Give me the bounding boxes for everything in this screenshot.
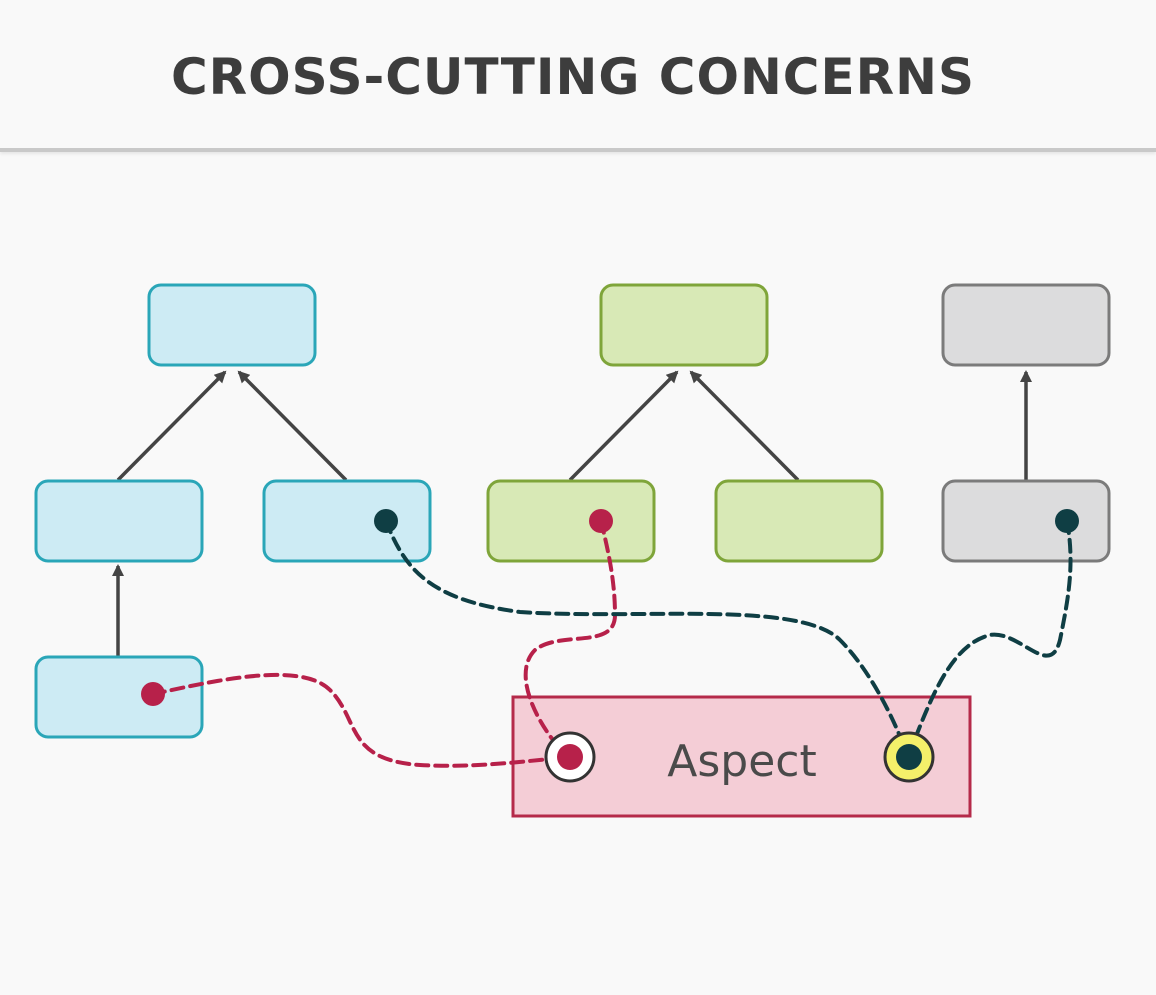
blue-class-box-left <box>34 479 204 563</box>
green-class-box-top <box>599 283 769 367</box>
arrow-blue-right-to-top <box>237 370 348 482</box>
advice-dot-red <box>557 744 583 770</box>
connector-blue-bottom-to-aspect-red <box>151 672 570 768</box>
green-class-box-left <box>486 479 656 563</box>
header-bar: CROSS-CUTTING CONCERNS <box>0 0 1156 152</box>
connector-green-left-to-aspect-red <box>523 519 618 759</box>
join-point-dot-green-left <box>589 509 613 533</box>
gray-class-box-top <box>941 283 1111 367</box>
green-module <box>486 283 884 563</box>
advice-dot-teal <box>896 744 922 770</box>
arrow-green-left-to-top <box>568 370 679 482</box>
aspect-advice-red <box>544 731 596 783</box>
blue-class-box-right <box>262 479 432 563</box>
join-point-connectors <box>151 519 1073 768</box>
join-point-dot-blue-bottom <box>141 682 165 706</box>
connector-blue-right-to-aspect-teal <box>384 519 910 759</box>
green-class-box-right <box>714 479 884 563</box>
connector-gray-bottom-to-aspect-teal <box>906 519 1073 759</box>
arrow-blue-left-to-top <box>116 370 227 482</box>
join-point-dot-blue-right <box>374 509 398 533</box>
slide-title: CROSS-CUTTING CONCERNS <box>170 48 976 106</box>
join-point-dot-gray-bottom <box>1055 509 1079 533</box>
aspect-advice-teal <box>883 731 935 783</box>
blue-module <box>34 283 432 739</box>
blue-class-box-bottom <box>34 655 204 739</box>
inheritance-arrows <box>112 370 1032 656</box>
aspect-label: Aspect <box>667 736 816 787</box>
gray-module <box>941 283 1111 563</box>
arrow-green-right-to-top <box>689 370 800 482</box>
blue-class-box-top <box>147 283 317 367</box>
gray-class-box-bottom <box>941 479 1111 563</box>
